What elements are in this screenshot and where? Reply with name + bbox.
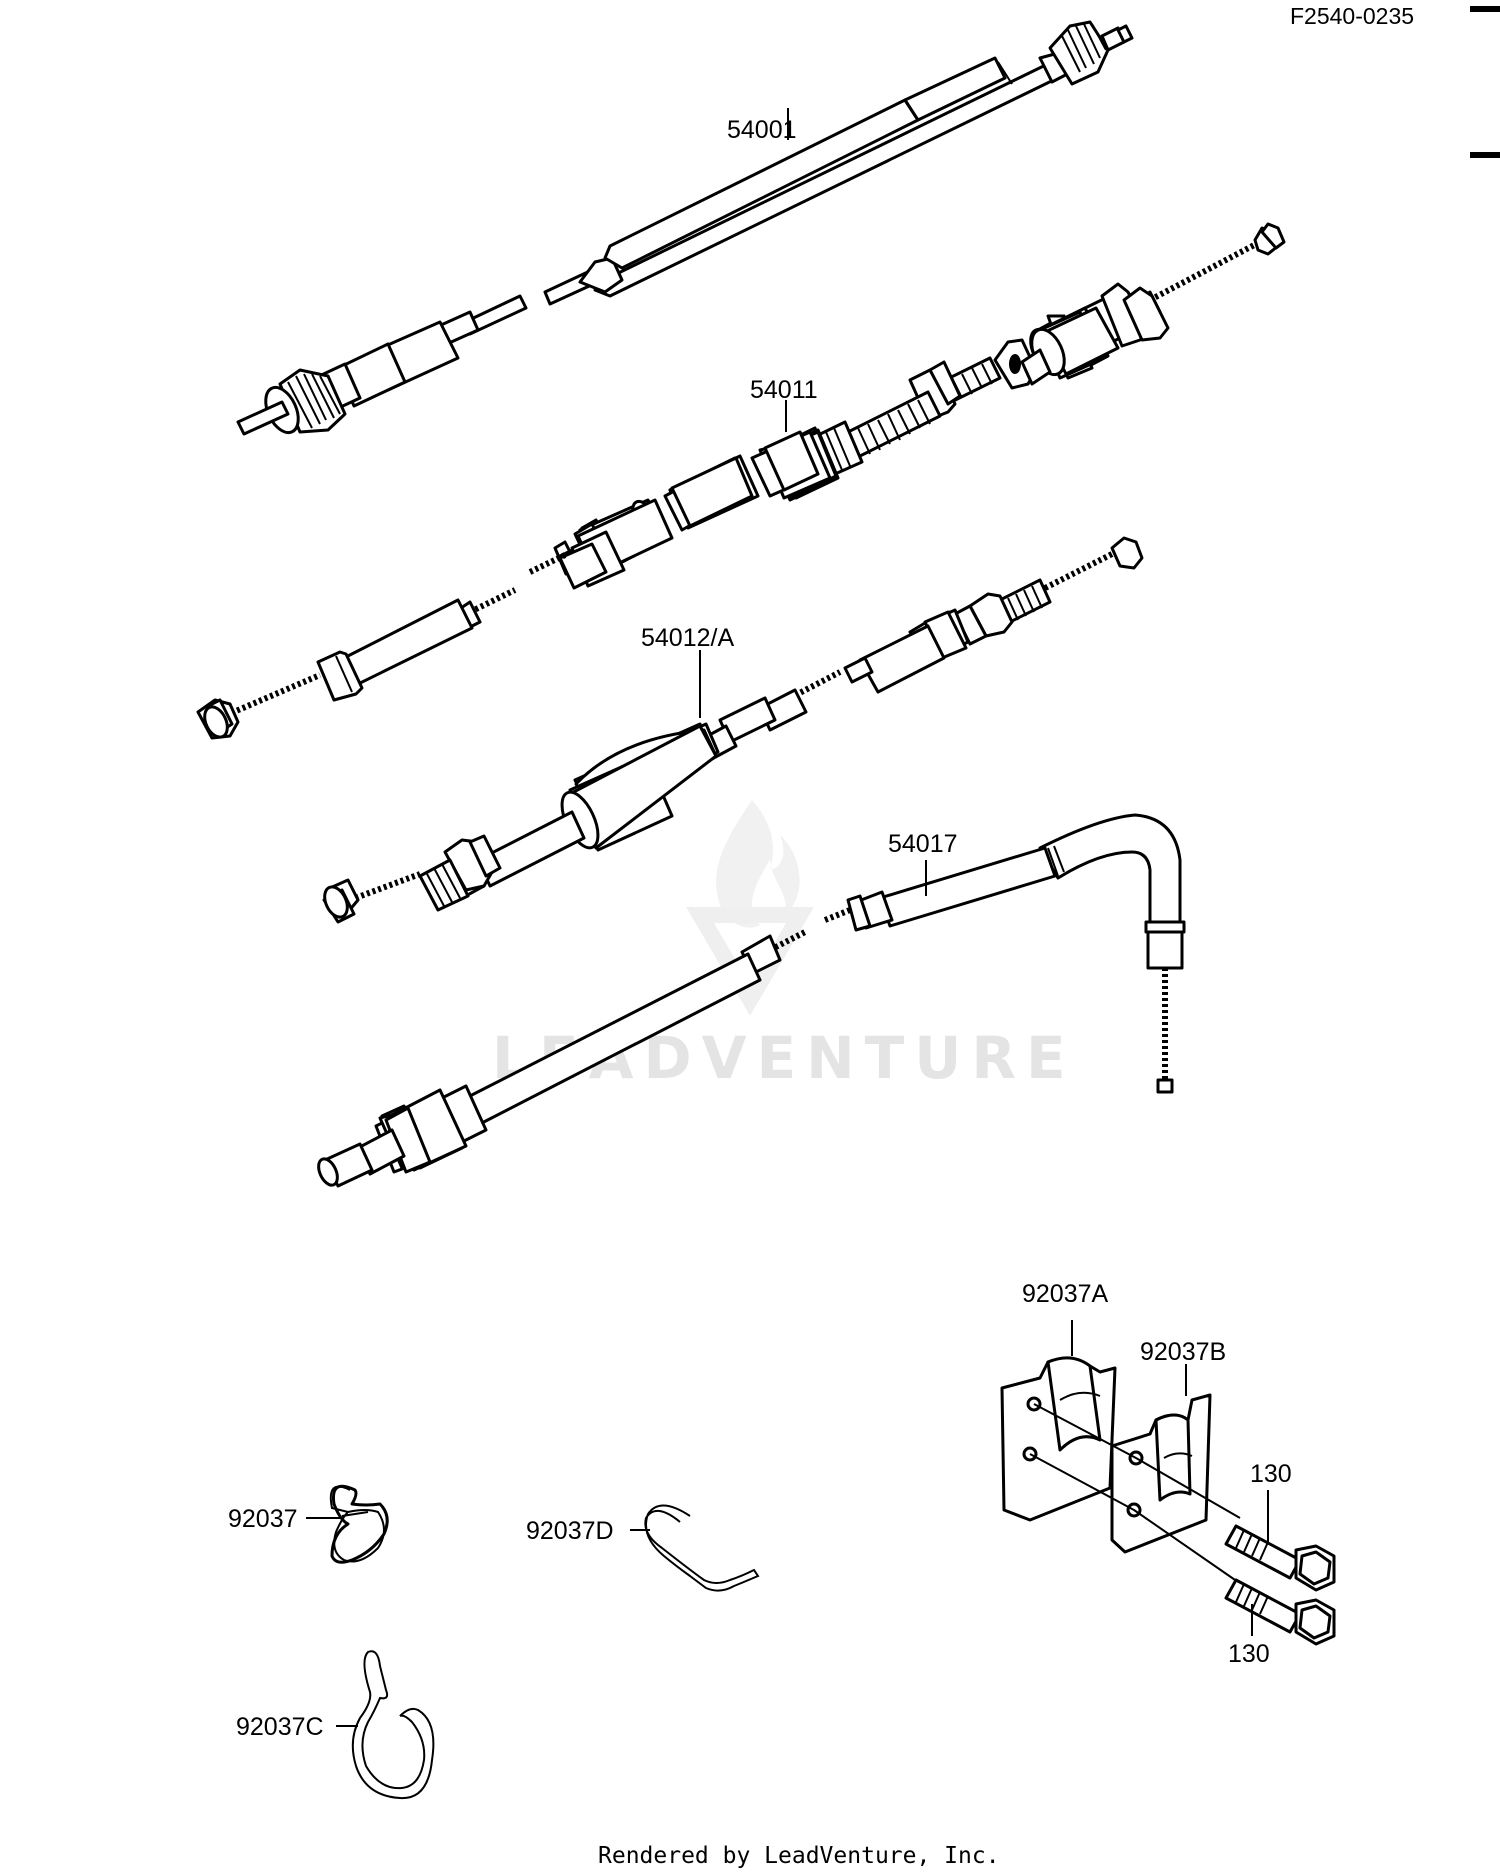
part-label-54012A: 54012/A (641, 624, 734, 652)
clamp-92037[interactable]: 92037 (228, 1484, 389, 1564)
edge-mark-top (1470, 6, 1500, 12)
part-label-130-upper: 130 (1250, 1460, 1292, 1488)
clutch-cable[interactable]: 54012/A (320, 536, 1144, 924)
part-label-92037C: 92037C (236, 1713, 324, 1741)
clamp-92037D[interactable]: 92037D (526, 1504, 760, 1592)
choke-cable[interactable]: 54017 (315, 813, 1186, 1188)
part-label-130-lower: 130 (1228, 1640, 1270, 1668)
part-label-92037: 92037 (228, 1505, 298, 1533)
part-label-54001: 54001 (727, 116, 797, 144)
clamp-92037C[interactable]: 92037C (236, 1650, 435, 1800)
part-label-92037B: 92037B (1140, 1338, 1226, 1366)
footer-credit: Rendered by LeadVenture, Inc. (598, 1843, 1000, 1869)
speedometer-cable[interactable]: 54001 (236, 20, 1134, 438)
part-label-54011: 54011 (750, 376, 818, 404)
throttle-cable[interactable]: 54011 (196, 222, 1286, 741)
edge-mark-middle (1470, 152, 1500, 158)
part-label-54017: 54017 (888, 830, 958, 858)
part-label-92037D: 92037D (526, 1517, 614, 1545)
diagram-code: F2540-0235 (1290, 3, 1414, 29)
part-label-92037A: 92037A (1022, 1280, 1109, 1308)
clamp-bracket-assembly[interactable]: 92037A 92037B 130 130 (1000, 1280, 1336, 1668)
